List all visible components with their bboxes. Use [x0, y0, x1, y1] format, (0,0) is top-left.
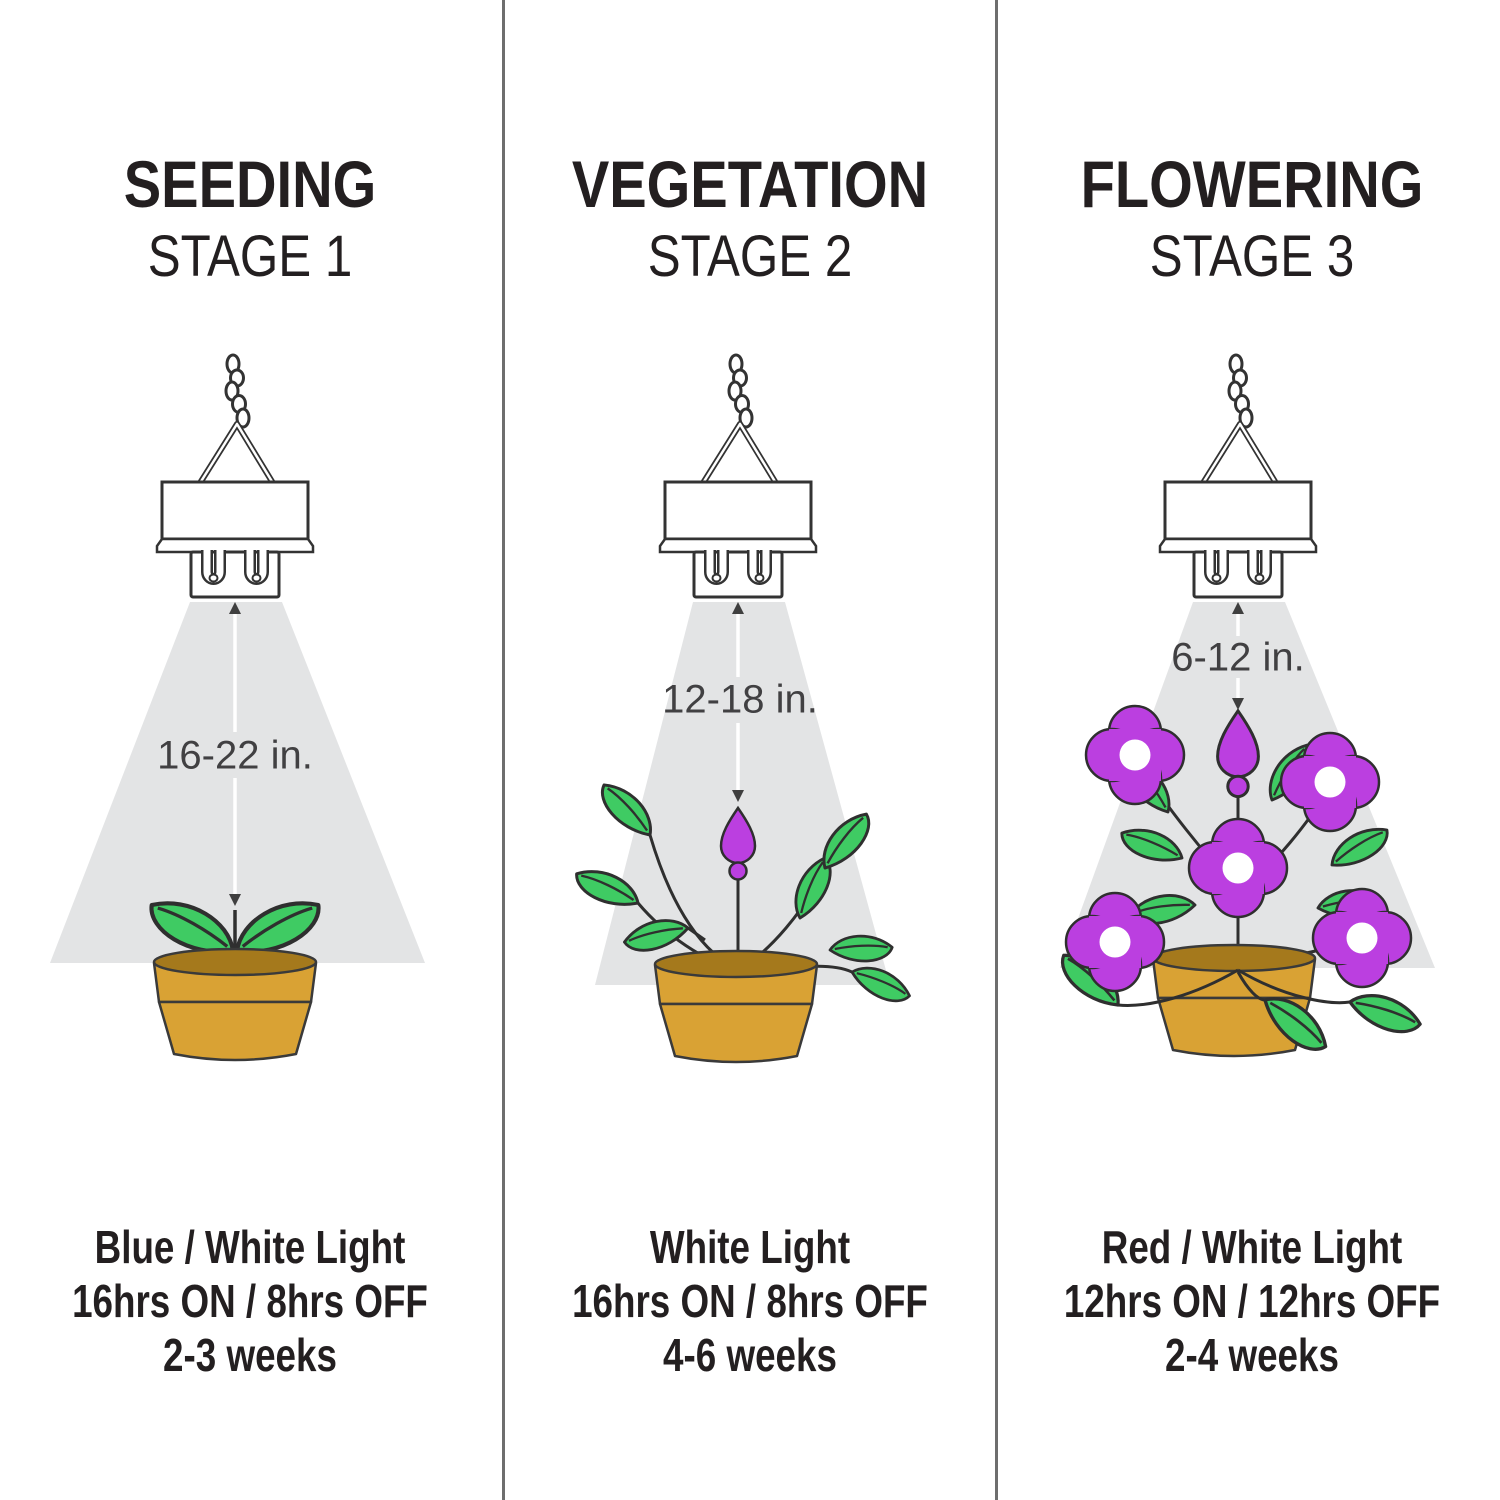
column-footer: Red / White Light 12hrs ON / 12hrs OFF 2…	[1050, 1220, 1453, 1382]
stage-title: FLOWERING	[1080, 147, 1424, 221]
column-footer: White Light 16hrs ON / 8hrs OFF 4-6 week…	[550, 1220, 950, 1382]
stage-number: STAGE 2	[647, 224, 853, 290]
distance-arrow	[732, 602, 744, 802]
stage-number: STAGE 3	[1149, 224, 1355, 290]
duration: 4-6 weeks	[663, 1329, 837, 1381]
column-seeding: SEEDING STAGE 1 Blue / White Light 16hrs…	[0, 0, 500, 1500]
column-header: VEGETATION STAGE 2	[538, 147, 963, 290]
distance-label: 16-22 in.	[157, 733, 313, 778]
stage-number: STAGE 1	[147, 224, 353, 290]
duration: 2-4 weeks	[1165, 1329, 1339, 1381]
duration: 2-3 weeks	[163, 1329, 337, 1381]
stage-title: SEEDING	[123, 147, 377, 221]
light-type: White Light	[649, 1221, 851, 1273]
column-header: SEEDING STAGE 1	[38, 147, 463, 290]
light-schedule: 12hrs ON / 12hrs OFF	[1063, 1275, 1441, 1327]
column-divider	[995, 0, 998, 1500]
flowering-plant-lower	[1050, 704, 1425, 1064]
vegetation-figure	[571, 350, 914, 1064]
column-divider	[502, 0, 505, 1500]
column-flowering: FLOWERING STAGE 3	[1000, 0, 1500, 1500]
column-vegetation: VEGETATION STAGE 2	[500, 0, 1000, 1500]
stage-title: VEGETATION	[571, 147, 929, 221]
distance-label: 12-18 in.	[662, 677, 818, 722]
flowering-figure	[1050, 350, 1435, 1064]
light-schedule: 16hrs ON / 8hrs OFF	[72, 1275, 428, 1327]
seeding-figure	[50, 350, 425, 1062]
column-header: FLOWERING STAGE 3	[1038, 147, 1466, 290]
column-footer: Blue / White Light 16hrs ON / 8hrs OFF 2…	[50, 1220, 450, 1382]
light-schedule: 16hrs ON / 8hrs OFF	[572, 1275, 928, 1327]
distance-arrow	[1232, 602, 1244, 710]
light-cone	[50, 602, 425, 963]
distance-label: 6-12 in.	[1171, 635, 1305, 680]
distance-arrow	[229, 602, 241, 906]
light-type: Blue / White Light	[94, 1221, 406, 1273]
light-type: Red / White Light	[1101, 1221, 1403, 1273]
